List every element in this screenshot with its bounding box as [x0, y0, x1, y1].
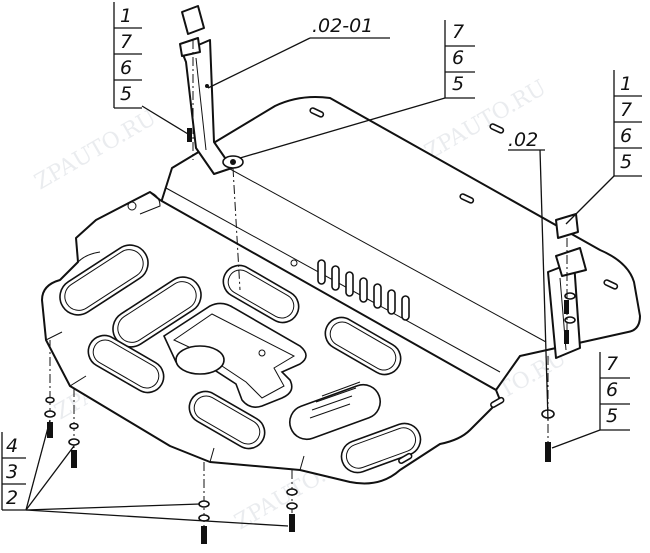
louvers-front	[309, 381, 361, 419]
leader-lines	[25, 37, 615, 527]
rear-vents	[127, 107, 619, 464]
callout-center-stack: 7 6 5	[444, 20, 475, 99]
callout-bracket-right-stack: 1 7 6 5	[613, 70, 642, 177]
callout-label: 3	[6, 461, 18, 483]
callout-label: 7	[452, 21, 464, 43]
callout-label: 2	[6, 487, 18, 509]
fastener-right-upper	[564, 300, 569, 344]
fastener-bottom-1	[198, 500, 210, 544]
callout-label: 5	[452, 73, 464, 95]
callout-bracket-left-stack: 1 7 6 5	[113, 2, 142, 109]
bracket-left	[179, 5, 244, 175]
fastener-left-1	[44, 396, 56, 438]
callout-label: 6	[606, 379, 618, 401]
callout-label: 6	[120, 57, 132, 79]
callout-label: 5	[620, 151, 632, 173]
callout-label: .02	[508, 129, 538, 151]
fastener-bottom-2	[286, 488, 298, 532]
callout-label: 1	[120, 5, 132, 27]
callout-label: 5	[606, 405, 618, 427]
fastener-left-2	[68, 422, 80, 468]
callout-label: 1	[620, 73, 632, 95]
callout-label: 7	[606, 353, 618, 375]
watermark-text: ZPAUTO.RU	[31, 106, 161, 196]
callout-part-02: .02	[508, 129, 545, 151]
callout-part-02-01: .02-01	[310, 15, 390, 39]
fasteners	[44, 128, 569, 544]
callout-label: 6	[620, 125, 632, 147]
callout-label: 5	[120, 83, 132, 105]
fastener-left-upper	[187, 128, 192, 142]
callout-bottom-right-stack: 7 6 5	[599, 352, 630, 431]
callout-label: .02-01	[312, 15, 373, 37]
watermark-text: ZPAUTO.RU	[421, 76, 551, 166]
callout-label: 7	[620, 99, 632, 121]
callout-label: 4	[6, 435, 18, 457]
plate-slots	[59, 244, 422, 474]
plate-rear-panel	[159, 96, 641, 391]
callout-label: 7	[120, 31, 132, 53]
callout-bottom-left-stack: 4 3 2	[1, 432, 26, 511]
callout-label: 6	[452, 47, 464, 69]
